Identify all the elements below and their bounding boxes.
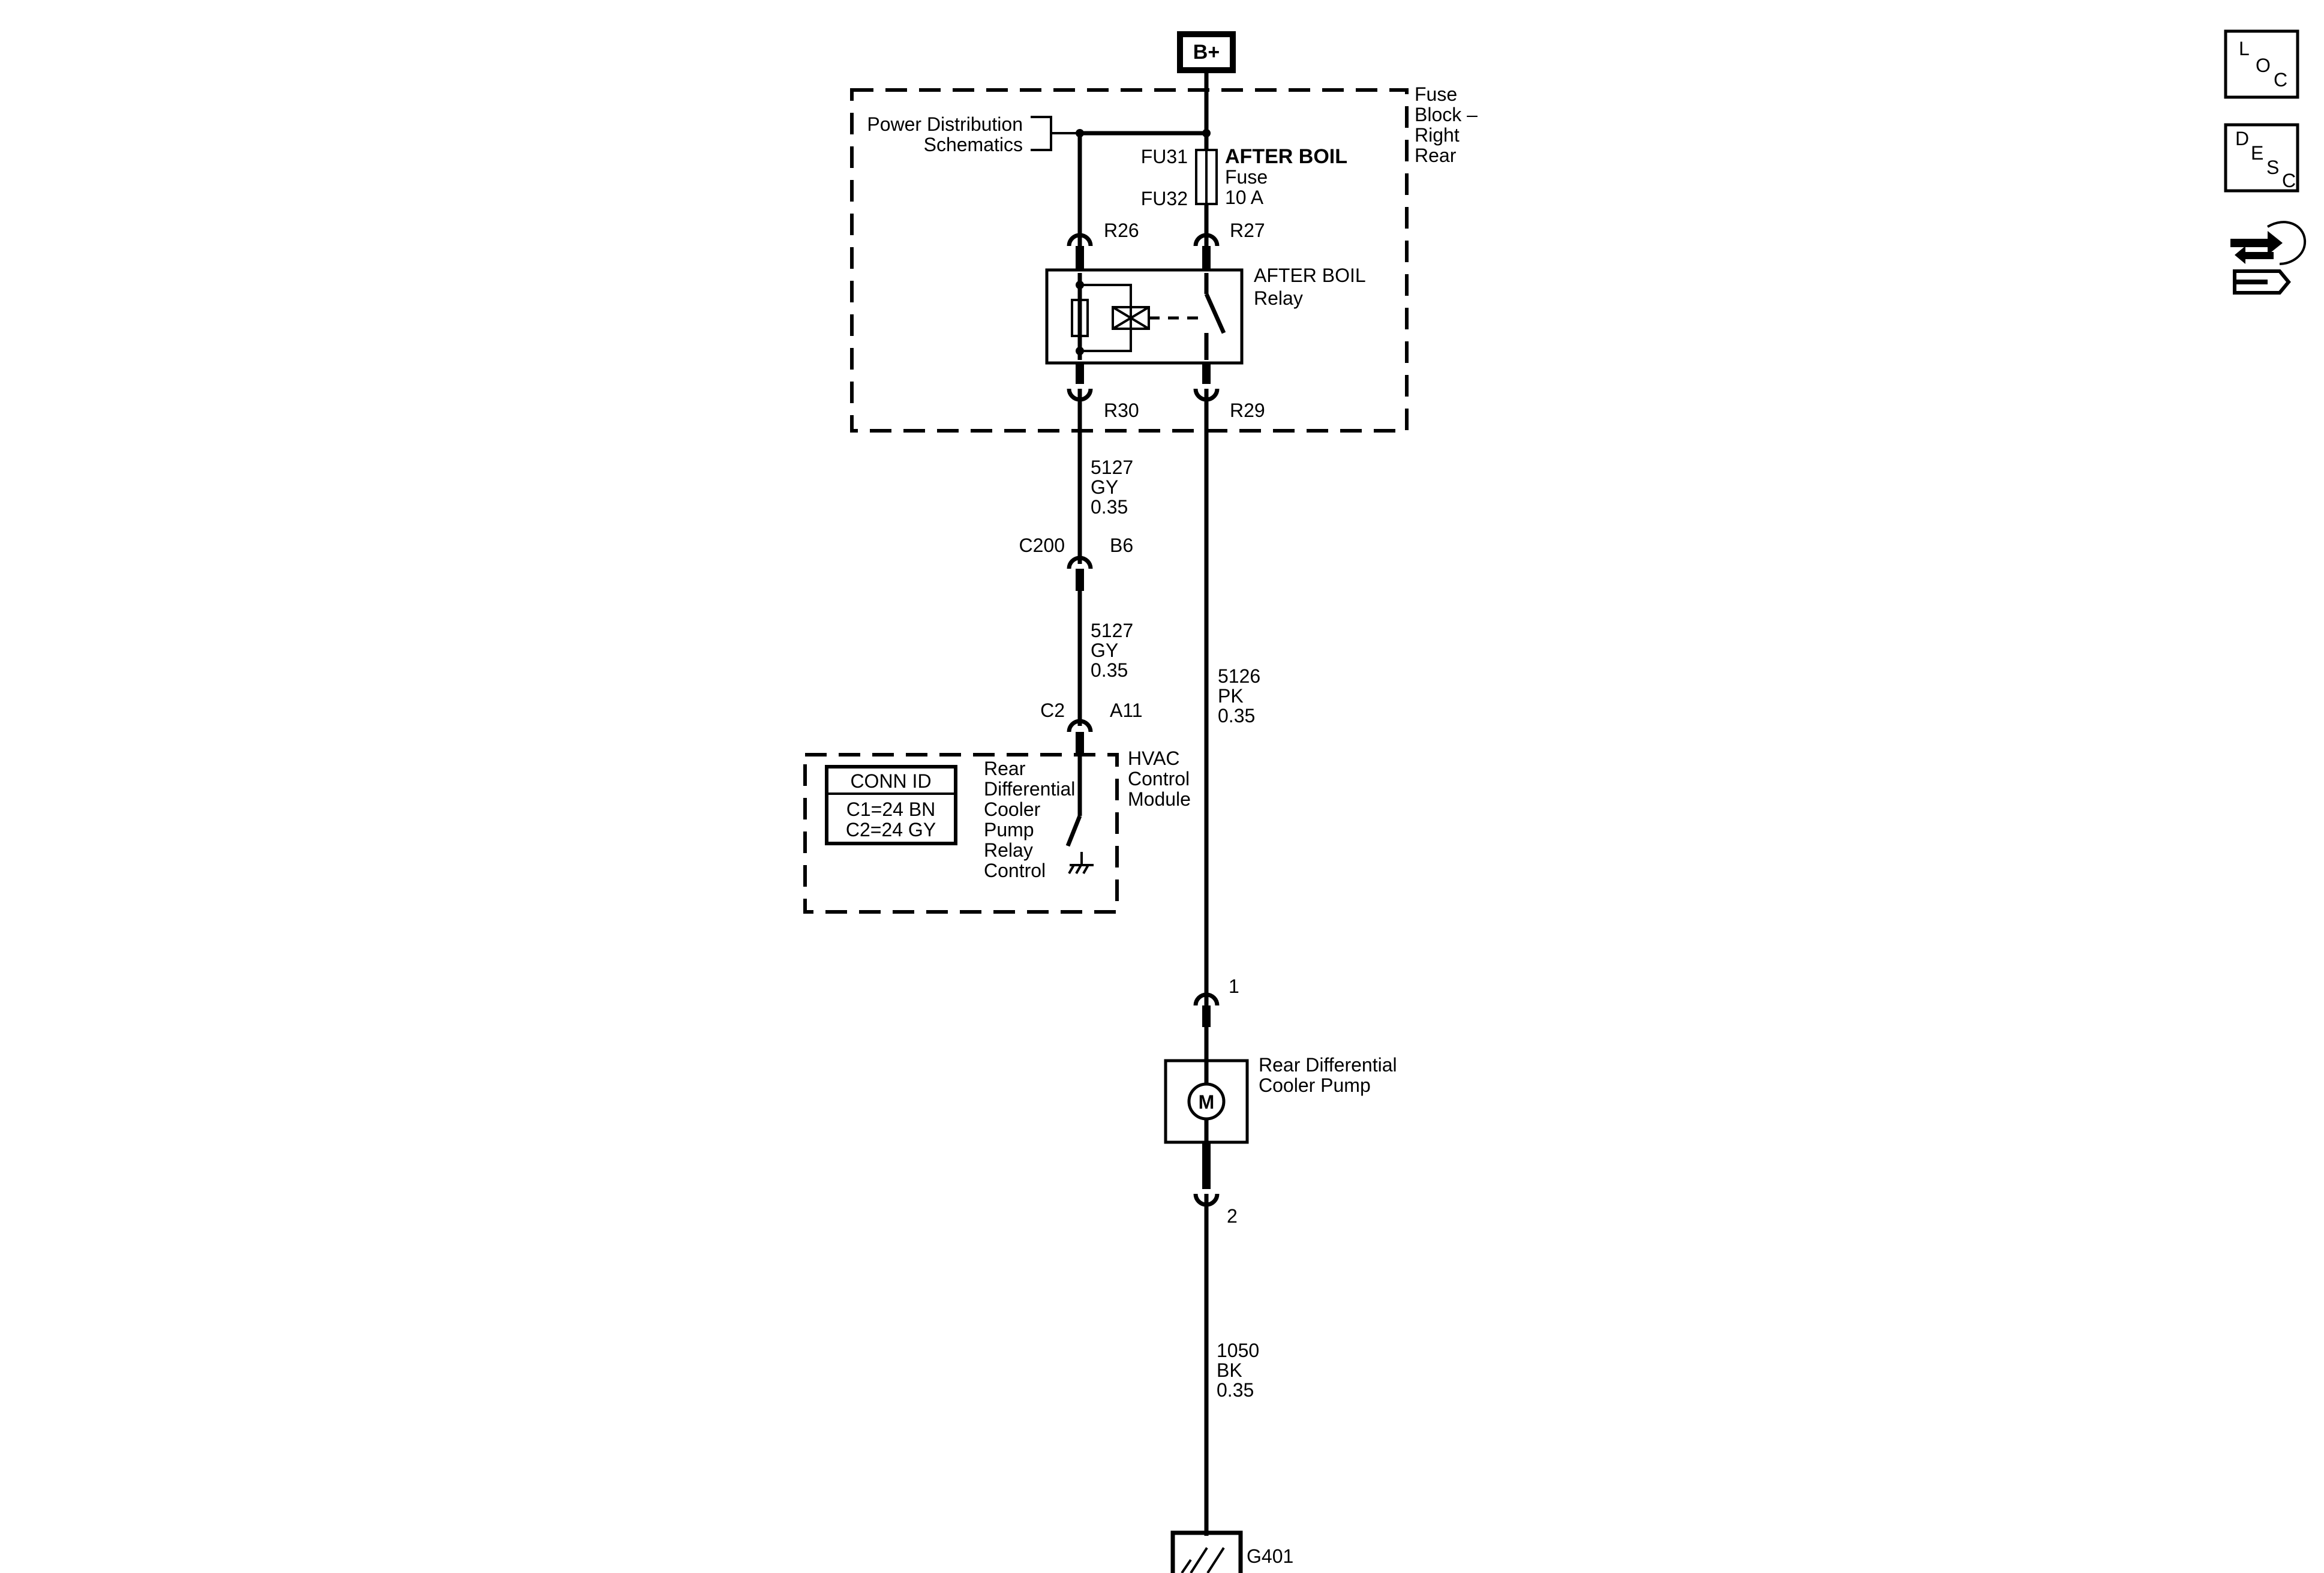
svg-text:Cooler: Cooler bbox=[984, 798, 1041, 820]
svg-text:B6: B6 bbox=[1110, 535, 1133, 556]
svg-text:A11: A11 bbox=[1110, 700, 1143, 721]
connector-pin-1: 1 bbox=[1193, 975, 1239, 1027]
motor-symbol: M bbox=[1199, 1091, 1215, 1113]
svg-text:R26: R26 bbox=[1104, 220, 1139, 241]
hvac-function-label: Rear Differential Cooler Pump Relay Cont… bbox=[984, 758, 1075, 881]
svg-text:G401: G401 bbox=[1247, 1545, 1293, 1567]
relay-label-name: AFTER BOIL bbox=[1254, 265, 1366, 286]
svg-text:5127: 5127 bbox=[1091, 620, 1133, 641]
svg-text:Control: Control bbox=[984, 860, 1046, 881]
svg-text:C200: C200 bbox=[1019, 535, 1065, 556]
diagnostic-connector-icon[interactable] bbox=[2230, 221, 2307, 295]
svg-text:Rear: Rear bbox=[1415, 145, 1457, 166]
conn-id-c1: C1=24 BN bbox=[846, 798, 936, 820]
ground-g401: G401 bbox=[1170, 1530, 1293, 1573]
svg-text:D: D bbox=[2235, 128, 2249, 149]
fuse-id-top: FU31 bbox=[1141, 146, 1188, 167]
svg-text:R27: R27 bbox=[1230, 220, 1265, 241]
connector-r27: R27 bbox=[1193, 220, 1265, 273]
svg-text:5127: 5127 bbox=[1091, 457, 1133, 478]
connector-r30-label: R30 bbox=[1104, 400, 1139, 421]
fuse-id-bottom: FU32 bbox=[1141, 188, 1188, 209]
battery-positive-source: B+ bbox=[1177, 31, 1236, 73]
svg-text:PK: PK bbox=[1218, 685, 1244, 707]
svg-text:Control: Control bbox=[1128, 768, 1190, 789]
wire-5127-upper-label: 5127 GY 0.35 bbox=[1091, 457, 1133, 518]
svg-text:Power Distribution: Power Distribution bbox=[867, 113, 1023, 135]
fuse-block-label: Fuse Block – Right Rear bbox=[1415, 83, 1478, 166]
svg-text:1050: 1050 bbox=[1217, 1340, 1259, 1361]
after-boil-relay: AFTER BOIL Relay bbox=[1045, 265, 1366, 365]
svg-text:L: L bbox=[2239, 38, 2250, 59]
svg-text:Rear: Rear bbox=[984, 758, 1026, 779]
svg-text:Right: Right bbox=[1415, 124, 1460, 146]
fuse-rating: 10 A bbox=[1225, 187, 1264, 208]
svg-text:Block –: Block – bbox=[1415, 104, 1478, 125]
pump-label-line1: Rear Differential bbox=[1259, 1054, 1397, 1076]
svg-text:C2: C2 bbox=[1040, 700, 1065, 721]
fuse-type: Fuse bbox=[1225, 166, 1268, 188]
conn-id-title: CONN ID bbox=[850, 770, 931, 792]
svg-text:1: 1 bbox=[1229, 975, 1239, 997]
connector-c200: C200 B6 bbox=[1019, 535, 1133, 591]
fuse-block-enclosure bbox=[850, 88, 1409, 433]
svg-text:0.35: 0.35 bbox=[1217, 1379, 1254, 1401]
svg-text:0.35: 0.35 bbox=[1218, 705, 1255, 727]
svg-text:Module: Module bbox=[1128, 788, 1191, 810]
rear-differential-cooler-pump: M Rear Differential Cooler Pump bbox=[1164, 1054, 1397, 1144]
svg-text:O: O bbox=[2256, 55, 2271, 76]
splice-dot bbox=[1202, 129, 1211, 137]
svg-text:C: C bbox=[2282, 170, 2296, 191]
hvac-module-enclosure bbox=[803, 753, 1119, 914]
svg-text:Differential: Differential bbox=[984, 778, 1075, 800]
wire-5127-lower-label: 5127 GY 0.35 bbox=[1091, 620, 1133, 681]
svg-text:0.35: 0.35 bbox=[1091, 659, 1128, 681]
description-icon[interactable]: D E S C bbox=[2224, 123, 2299, 193]
connector-pin-2-label: 2 bbox=[1227, 1205, 1238, 1227]
connector-c2: C2 A11 bbox=[1040, 700, 1143, 753]
fuse-fu31: FU31 FU32 AFTER BOIL Fuse 10 A bbox=[1141, 145, 1347, 209]
svg-text:0.35: 0.35 bbox=[1091, 496, 1128, 518]
power-distribution-reference: Power Distribution Schematics bbox=[867, 113, 1080, 155]
conn-id-table: CONN ID C1=24 BN C2=24 GY bbox=[825, 765, 957, 845]
svg-text:E: E bbox=[2251, 142, 2263, 164]
svg-text:Pump: Pump bbox=[984, 819, 1034, 840]
low-side-driver-switch bbox=[1065, 753, 1094, 874]
svg-text:Fuse: Fuse bbox=[1415, 83, 1457, 105]
pump-label-line2: Cooler Pump bbox=[1259, 1074, 1371, 1096]
relay-label-type: Relay bbox=[1254, 287, 1303, 309]
wire-1050-label: 1050 BK 0.35 bbox=[1217, 1340, 1259, 1401]
fuse-name: AFTER BOIL bbox=[1225, 145, 1347, 168]
location-icon[interactable]: L O C bbox=[2224, 29, 2299, 99]
svg-text:HVAC: HVAC bbox=[1128, 748, 1180, 769]
conn-id-c2: C2=24 GY bbox=[846, 819, 936, 840]
svg-text:5126: 5126 bbox=[1218, 665, 1260, 687]
svg-text:GY: GY bbox=[1091, 640, 1118, 661]
svg-text:C: C bbox=[2274, 69, 2287, 91]
svg-text:Relay: Relay bbox=[984, 839, 1033, 861]
svg-text:BK: BK bbox=[1217, 1359, 1242, 1381]
svg-text:S: S bbox=[2266, 157, 2279, 178]
hvac-module-label: HVAC Control Module bbox=[1128, 748, 1191, 810]
connector-r29-label: R29 bbox=[1230, 400, 1265, 421]
bplus-label: B+ bbox=[1193, 41, 1220, 64]
svg-text:Schematics: Schematics bbox=[924, 134, 1023, 155]
wire-5126-label: 5126 PK 0.35 bbox=[1218, 665, 1260, 727]
svg-text:GY: GY bbox=[1091, 476, 1118, 498]
